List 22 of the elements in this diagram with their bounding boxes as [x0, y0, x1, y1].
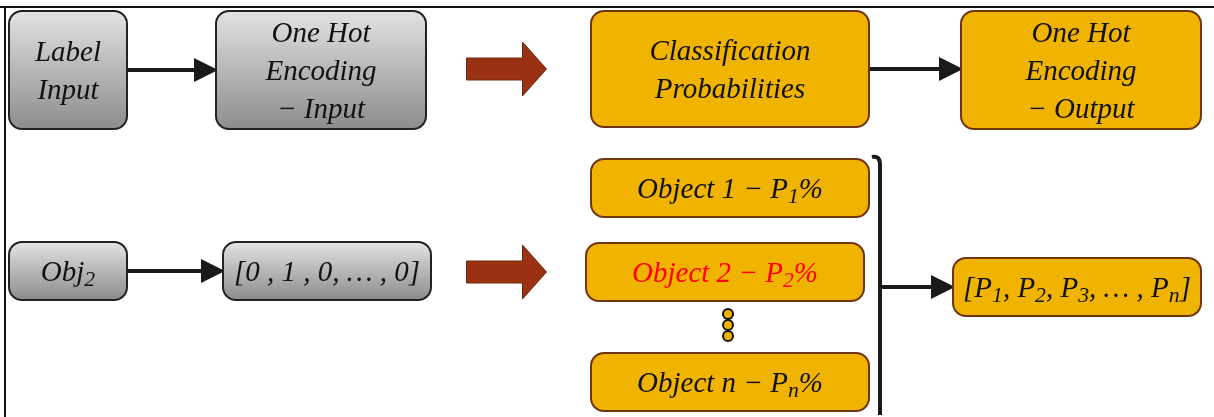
process-box	[585, 242, 865, 302]
box-label: One Hot Encoding − Input	[264, 15, 378, 126]
process-box	[952, 257, 1202, 317]
box-label: One Hot Encoding − Output	[1024, 15, 1138, 126]
block-arrow	[466, 41, 547, 97]
box-label: [0 , 1 , 0, … , 0]	[232, 254, 422, 289]
process-box	[8, 10, 128, 130]
box-label: Object n − P$_{n}$%	[636, 365, 824, 401]
process-box	[215, 10, 427, 130]
box-label: Obj$_{2}$	[39, 254, 97, 290]
box-label: [P$_{1}$, P$_{2}$, P$_{3}$, … , P$_{n}$]	[962, 270, 1192, 306]
process-box	[222, 241, 432, 301]
process-box	[590, 352, 870, 412]
box-label: Label Input	[33, 34, 103, 107]
process-box	[590, 10, 870, 128]
block-arrow	[466, 244, 547, 300]
process-box	[590, 158, 870, 218]
box-label: Classification Probabilities	[648, 33, 812, 106]
box-label: Object 2 − P$_{2}$%	[631, 255, 819, 291]
process-box	[960, 10, 1202, 130]
process-box	[8, 241, 128, 301]
box-label: Object 1 − P$_{1}$%	[636, 171, 824, 207]
